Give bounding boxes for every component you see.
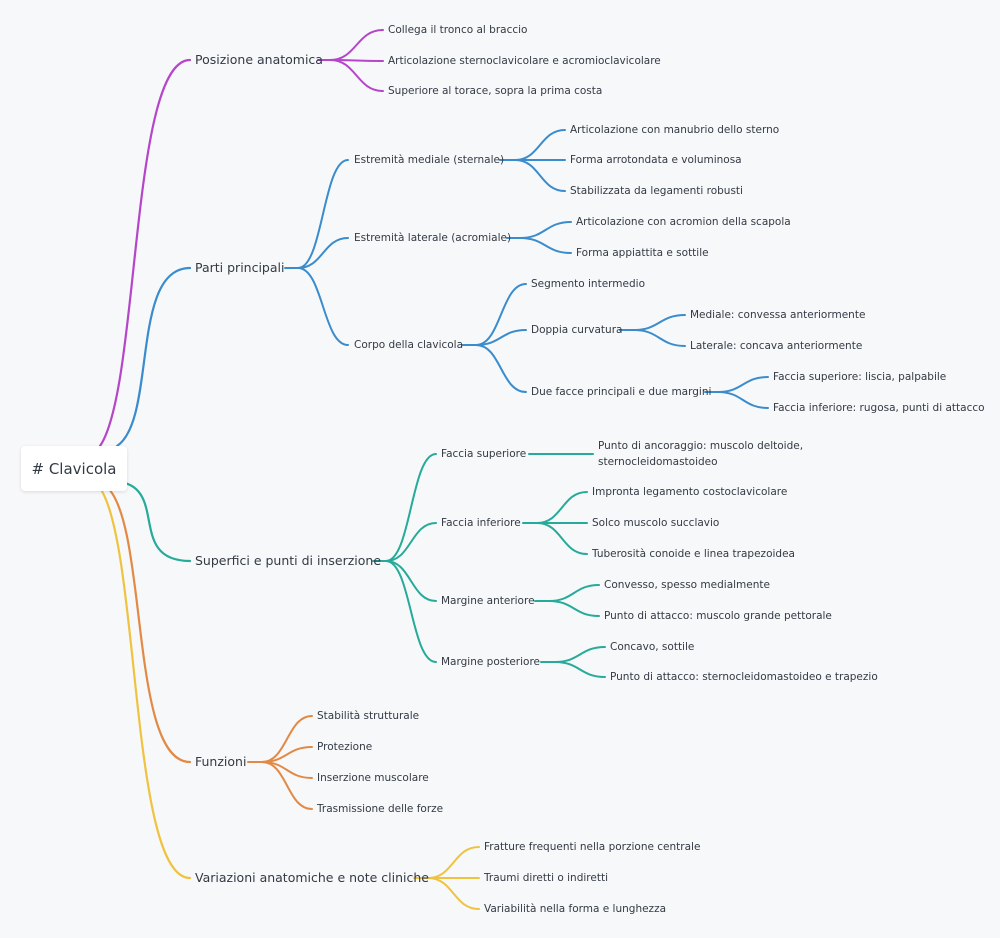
leaf-node[interactable]: Punto di ancoraggio: muscolo deltoide, s…	[598, 440, 804, 468]
leaf-node[interactable]: Faccia inferiore: rugosa, punti di attac…	[773, 402, 985, 414]
leaf-node[interactable]: Superiore al torace, sopra la prima cost…	[388, 85, 603, 97]
leaf-node[interactable]: Stabilizzata da legamenti robusti	[570, 185, 743, 197]
leaf-node[interactable]: Inserzione muscolare	[317, 772, 429, 784]
leaf-node[interactable]: Traumi diretti o indiretti	[484, 872, 608, 884]
leaf-node[interactable]: Trasmissione delle forze	[317, 803, 444, 815]
node-corpo-clavicola[interactable]: Corpo della clavicola	[354, 339, 464, 351]
connector	[536, 491, 588, 524]
leaf-node[interactable]: Faccia superiore: liscia, palpabile	[773, 371, 947, 383]
root-connector	[98, 486, 192, 880]
leaf-node[interactable]: Collega il tronco al braccio	[388, 24, 528, 36]
leaf-node[interactable]: Impronta legamento costoclavicolare	[592, 486, 788, 498]
node-estremita-laterale[interactable]: Estremità laterale (acromiale)	[354, 232, 512, 244]
leaf-node[interactable]: Articolazione sternoclavicolare e acromi…	[388, 55, 661, 67]
connector	[297, 267, 349, 346]
leaf-node[interactable]: Variabilità nella forma e lunghezza	[484, 903, 667, 915]
root-connector	[123, 481, 192, 563]
connector	[554, 646, 606, 663]
root-connector	[98, 58, 192, 448]
node-due-facce[interactable]: Due facce principali e due margini	[531, 386, 712, 398]
connector	[385, 560, 437, 602]
node-faccia-inferiore[interactable]: Faccia inferiore	[441, 517, 521, 529]
connector	[514, 159, 566, 192]
leaf-node[interactable]: Stabilità strutturale	[317, 710, 420, 722]
connector	[475, 344, 527, 393]
connector	[519, 221, 572, 239]
node-segmento-intermedio[interactable]: Segmento intermedio	[531, 278, 645, 290]
connector	[548, 584, 600, 602]
connector	[427, 877, 480, 910]
connector	[385, 522, 437, 562]
leaf-node[interactable]: Solco muscolo succlavio	[592, 517, 720, 529]
node-variazioni[interactable]: Variazioni anatomiche e note cliniche	[195, 870, 429, 885]
leaf-node[interactable]: Convesso, spesso medialmente	[604, 579, 770, 591]
connector	[261, 761, 313, 810]
connector	[633, 329, 686, 347]
leaf-node[interactable]: Fratture frequenti nella porzione centra…	[484, 841, 701, 853]
connector	[536, 522, 588, 555]
node-doppia-curvatura[interactable]: Doppia curvatura	[531, 324, 623, 336]
leaf-node[interactable]: Protezione	[317, 741, 373, 753]
connector	[385, 453, 437, 562]
node-estremita-mediale[interactable]: Estremità mediale (sternale)	[354, 154, 505, 166]
node-margine-anteriore[interactable]: Margine anteriore	[441, 595, 535, 607]
leaf-node[interactable]: Articolazione con acromion della scapola	[576, 216, 791, 228]
node-margine-posteriore[interactable]: Margine posteriore	[441, 656, 541, 668]
connector	[475, 329, 527, 346]
node-posizione-anatomica[interactable]: Posizione anatomica	[195, 52, 323, 67]
connector	[717, 376, 769, 393]
root-label: # Clavicola	[31, 459, 117, 478]
node-superfici[interactable]: Superfici e punti di inserzione	[195, 553, 382, 568]
connector	[514, 129, 566, 161]
connector	[554, 661, 606, 678]
connector	[519, 237, 572, 254]
connector	[385, 560, 437, 663]
connector	[297, 159, 349, 269]
connector	[329, 59, 384, 92]
connector	[329, 29, 384, 61]
leaf-node[interactable]: Forma arrotondata e voluminosa	[570, 154, 742, 166]
leaf-node[interactable]: Forma appiattita e sottile	[576, 247, 709, 259]
leaf-node[interactable]: Mediale: convessa anteriormente	[690, 309, 866, 321]
root-connector	[115, 266, 192, 448]
root-connector	[106, 486, 192, 764]
connector	[717, 391, 769, 409]
connector	[427, 846, 480, 879]
connector	[475, 283, 527, 346]
node-faccia-superiore[interactable]: Faccia superiore	[441, 448, 527, 460]
leaf-node[interactable]: Concavo, sottile	[610, 641, 695, 653]
root-node[interactable]: # Clavicola	[21, 446, 127, 491]
connector	[633, 314, 686, 331]
node-funzioni[interactable]: Funzioni	[195, 754, 247, 769]
node-parti-principali[interactable]: Parti principali	[195, 260, 285, 275]
leaf-node[interactable]: Tuberosità conoide e linea trapezoidea	[592, 548, 795, 560]
leaf-node[interactable]: Articolazione con manubrio dello sterno	[570, 124, 780, 136]
leaf-node[interactable]: Punto di attacco: muscolo grande pettora…	[604, 610, 832, 622]
connector	[548, 600, 600, 617]
connector	[297, 237, 349, 269]
leaf-node[interactable]: Laterale: concava anteriormente	[690, 340, 863, 352]
leaf-node[interactable]: Punto di attacco: sternocleidomastoideo …	[610, 671, 878, 683]
